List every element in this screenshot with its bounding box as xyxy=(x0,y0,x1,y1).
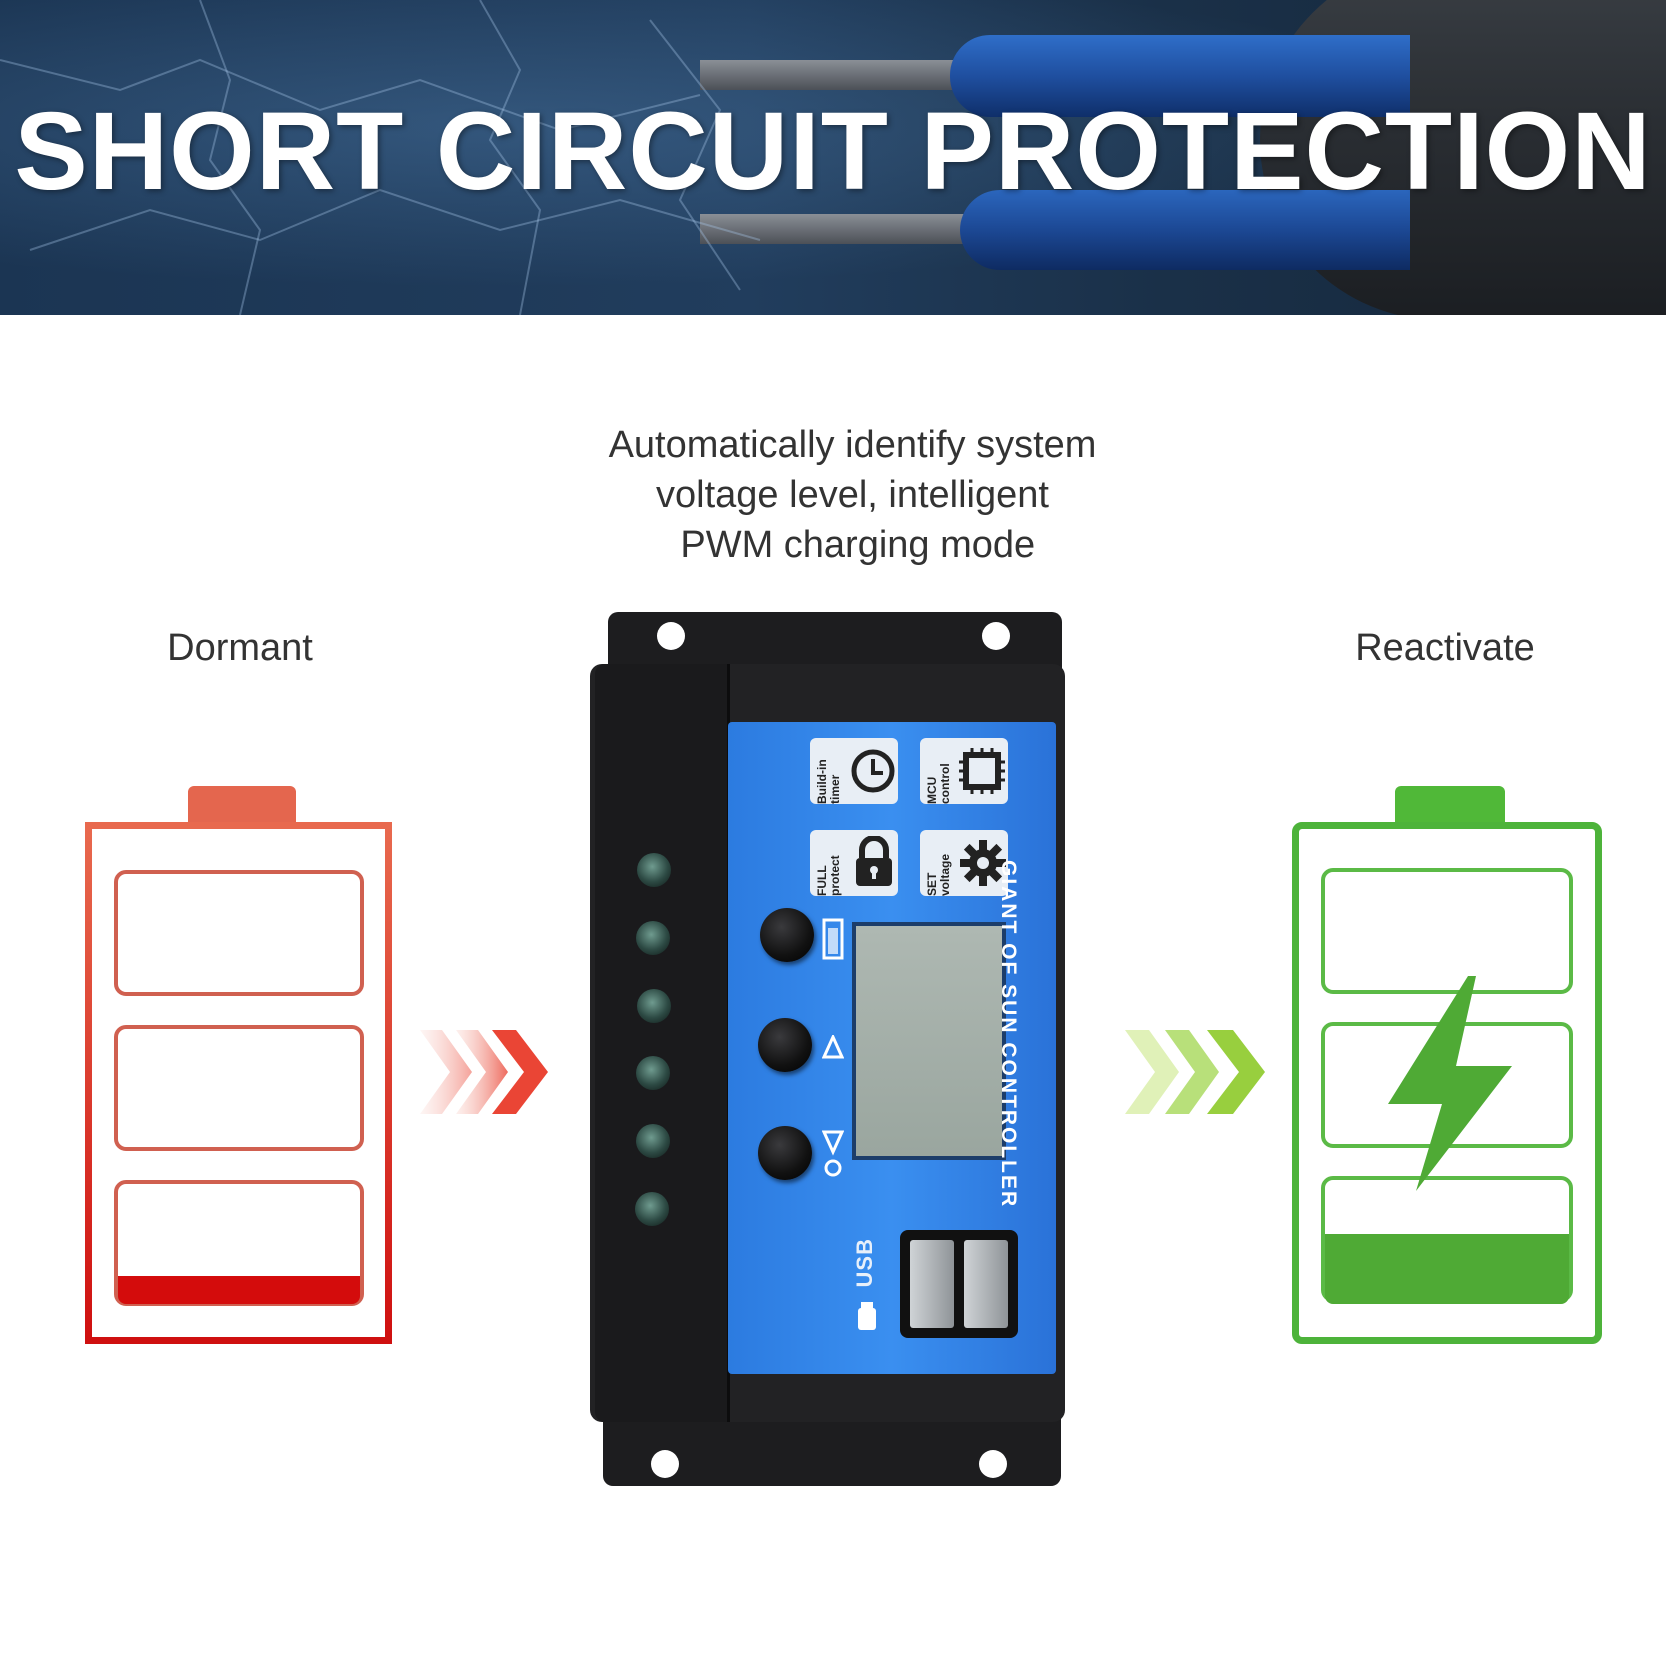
lightning-bolt-icon xyxy=(1388,976,1512,1191)
usb-ports xyxy=(900,1230,1018,1338)
cable-blue-top xyxy=(950,35,1410,117)
description-line-1: Automatically identify system xyxy=(608,424,1097,466)
feature-timer: Build-in timer xyxy=(810,738,898,804)
battery-symbol-icon xyxy=(822,918,844,960)
lcd-display xyxy=(852,922,1006,1160)
usb-slot xyxy=(964,1240,1008,1328)
feature-description: Automatically identify system voltage le… xyxy=(520,420,1185,570)
mounting-hole xyxy=(651,1450,679,1478)
battery-cell xyxy=(114,870,364,996)
up-button[interactable] xyxy=(758,1018,812,1072)
battery-charge-level xyxy=(118,1276,360,1304)
terminal-screw xyxy=(636,1124,670,1158)
gear-icon xyxy=(960,840,1006,886)
lock-icon xyxy=(856,836,892,886)
terminal-screw xyxy=(636,1056,670,1090)
usb-label: USB xyxy=(852,1238,877,1288)
battery-cell xyxy=(114,1025,364,1151)
usb-slot xyxy=(910,1240,954,1328)
cable-blue-bottom xyxy=(960,190,1410,270)
usb-icon xyxy=(858,1302,876,1330)
down-arrow-icon xyxy=(822,1130,844,1177)
mounting-hole xyxy=(657,622,685,650)
reactivate-label: Reactivate xyxy=(1355,627,1535,669)
wire-core-bottom xyxy=(700,214,970,244)
header-banner: SHORT CIRCUIT PROTECTION xyxy=(0,0,1666,315)
wire-core-top xyxy=(700,60,960,90)
chip-icon xyxy=(959,748,1005,794)
mounting-hole xyxy=(979,1450,1007,1478)
down-button[interactable] xyxy=(758,1126,812,1180)
description-line-2: voltage level, intelligent xyxy=(656,474,1049,516)
clock-icon xyxy=(851,749,895,793)
terminal-screw xyxy=(636,921,670,955)
feature-set-voltage: SET voltage xyxy=(920,830,1008,896)
brand-name: GIANT OF SUN CONTROLLER xyxy=(997,860,1020,1209)
feature-label: FULL protect xyxy=(815,855,842,896)
battery-terminal xyxy=(188,786,296,826)
mounting-hole xyxy=(982,622,1010,650)
feature-label: MCU control xyxy=(925,763,952,804)
chevron-right-icon xyxy=(1125,1030,1265,1114)
chevron-right-icon xyxy=(420,1030,548,1114)
lightning-bolts xyxy=(0,0,761,315)
feature-label: SET voltage xyxy=(925,853,952,896)
dormant-label: Dormant xyxy=(167,627,313,669)
description-line-3: PWM charging mode xyxy=(669,524,1036,566)
terminal-screw xyxy=(635,1192,669,1226)
up-arrow-icon xyxy=(822,1035,844,1059)
feature-label: Build-in timer xyxy=(815,759,842,804)
terminal-screw xyxy=(637,853,671,887)
battery-body xyxy=(1292,822,1602,1344)
feature-protect: FULL protect xyxy=(810,830,898,896)
battery-terminal xyxy=(1395,786,1505,826)
terminal-block xyxy=(595,664,730,1422)
feature-mcu: MCU control xyxy=(920,738,1008,804)
terminal-screw xyxy=(637,989,671,1023)
battery-charge-level xyxy=(1325,1234,1569,1304)
page-title: SHORT CIRCUIT PROTECTION xyxy=(14,90,1652,213)
battery-cell xyxy=(1321,868,1573,994)
menu-button[interactable] xyxy=(760,908,814,962)
